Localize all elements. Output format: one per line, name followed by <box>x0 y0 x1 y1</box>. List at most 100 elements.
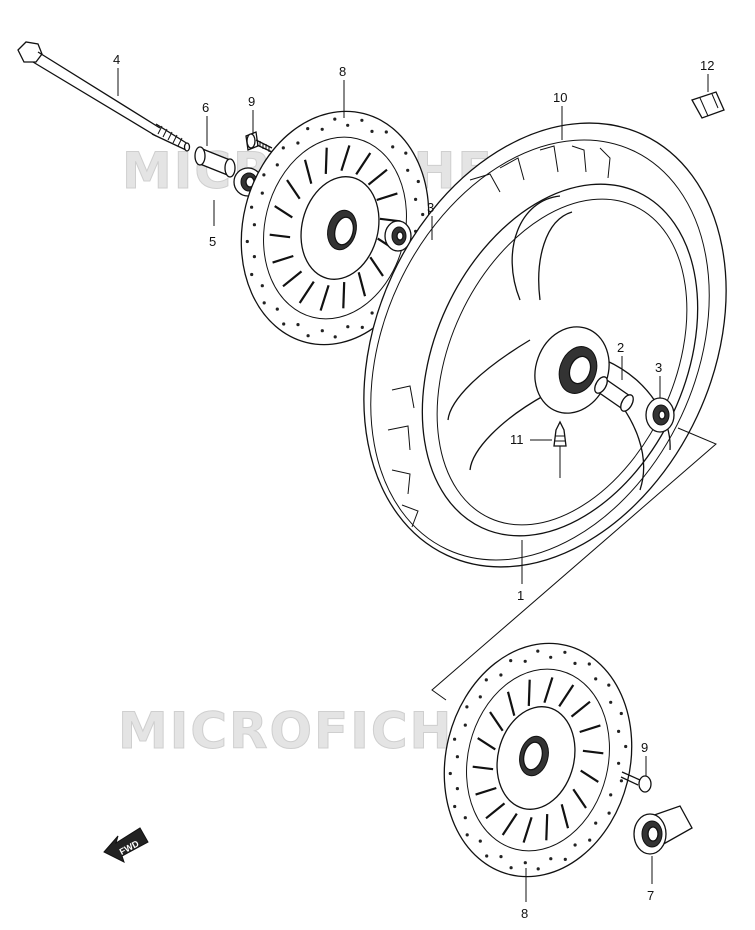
spoke-cutout <box>570 700 591 718</box>
brake-disc-top[interactable] <box>217 91 453 365</box>
spoke-cutout <box>543 677 554 704</box>
callout-12: 12 <box>700 58 714 73</box>
drilled-hole <box>384 130 388 134</box>
brake-disc-bottom[interactable] <box>420 623 656 897</box>
spoke-cutout <box>572 788 587 809</box>
drilled-hole <box>617 729 621 734</box>
drilled-hole <box>245 239 249 244</box>
callout-4: 4 <box>113 52 120 67</box>
drilled-hole <box>370 311 374 315</box>
drilled-hole <box>549 857 553 861</box>
spoke-cutout <box>367 168 388 186</box>
drilled-hole <box>333 117 337 121</box>
callout-3-left: 3 <box>427 200 434 215</box>
drilled-hole <box>250 205 254 209</box>
spoke-cutout <box>485 802 506 820</box>
spoke-cutout <box>340 145 351 172</box>
spoke-cutout <box>274 205 293 219</box>
drilled-hole <box>296 141 300 145</box>
wheel-spacer[interactable] <box>592 375 636 414</box>
callout-11: 11 <box>510 432 524 447</box>
callout-1: 1 <box>517 588 524 603</box>
drilled-hole <box>609 793 613 797</box>
drilled-hole <box>421 212 425 217</box>
drilled-hole <box>484 678 488 682</box>
drilled-hole <box>478 695 482 699</box>
drilled-hole <box>391 145 395 149</box>
spoke-cutout <box>319 284 330 311</box>
drilled-hole <box>523 659 527 663</box>
spoke-cutout <box>477 737 496 751</box>
drilled-hole <box>587 662 591 666</box>
spoke-cutout <box>582 749 604 755</box>
drilled-hole <box>478 839 482 843</box>
speedometer-gearbox[interactable] <box>633 805 693 855</box>
callout-7: 7 <box>647 888 654 903</box>
drilled-hole <box>282 322 286 326</box>
drilled-hole <box>455 755 459 759</box>
spacer[interactable] <box>194 146 236 178</box>
bearing-left[interactable] <box>384 220 412 252</box>
callout-3-right: 3 <box>655 360 662 375</box>
drilled-hole <box>260 191 264 195</box>
drilled-hole <box>262 301 266 305</box>
spoke-cutout <box>489 711 504 732</box>
drilled-hole <box>463 816 467 820</box>
drilled-hole <box>509 866 513 870</box>
drilled-hole <box>499 673 503 677</box>
spoke-cutout <box>501 812 518 836</box>
spoke-cutout <box>298 280 315 304</box>
drilled-hole <box>346 123 350 127</box>
callout-8-top: 8 <box>339 64 346 79</box>
spoke-cutout <box>579 724 601 734</box>
drilled-hole <box>360 325 364 329</box>
drilled-hole <box>250 272 254 277</box>
drilled-hole <box>260 284 264 288</box>
spoke-cutout <box>580 769 599 783</box>
drilled-hole <box>453 804 457 809</box>
clamp[interactable] <box>691 91 725 119</box>
guide-lines <box>431 427 717 701</box>
drilled-hole <box>453 737 457 741</box>
callout-5: 5 <box>209 234 216 249</box>
callout-10: 10 <box>553 90 567 105</box>
drilled-hole <box>455 787 459 791</box>
axle-bolt[interactable] <box>17 41 191 152</box>
callout-9-bottom: 9 <box>641 740 648 755</box>
bearing-right[interactable] <box>645 397 675 433</box>
disc-bolt-bottom[interactable] <box>620 771 652 793</box>
spoke-cutout <box>282 270 303 288</box>
drilled-hole <box>549 655 553 659</box>
spoke-cutout <box>558 684 575 708</box>
arrow-icon <box>103 827 149 863</box>
spoke-cutout <box>527 679 531 706</box>
spoke-cutout <box>303 159 313 184</box>
drilled-hole <box>523 861 527 865</box>
tire-valve[interactable] <box>553 420 567 447</box>
spoke-cutout <box>324 147 328 174</box>
drilled-hole <box>463 723 467 727</box>
callout-6: 6 <box>202 100 209 115</box>
drilled-hole <box>281 146 285 150</box>
drilled-hole <box>499 855 503 859</box>
drilled-hole <box>509 659 513 663</box>
drilled-hole <box>252 223 256 227</box>
drilled-hole <box>563 650 567 654</box>
spoke-cutout <box>560 804 570 829</box>
spoke-cutout <box>522 816 533 843</box>
drilled-hole <box>333 335 337 339</box>
drilled-hole <box>370 129 374 133</box>
fwd-direction-marker: FWD <box>103 827 149 863</box>
callouts: 4 6 5 9 8 3 10 12 2 3 11 1 9 7 8 <box>113 52 714 921</box>
drilled-hole <box>448 771 452 776</box>
spoke-cutout <box>272 254 294 264</box>
drilled-hole <box>414 197 418 201</box>
drilled-hole <box>536 649 540 653</box>
drilled-hole <box>573 843 577 847</box>
drilled-hole <box>346 325 350 329</box>
drilled-hole <box>406 168 410 172</box>
drilled-hole <box>485 854 489 858</box>
spoke-cutout <box>357 272 367 297</box>
drilled-hole <box>360 118 364 122</box>
spoke-cutout <box>286 179 301 200</box>
